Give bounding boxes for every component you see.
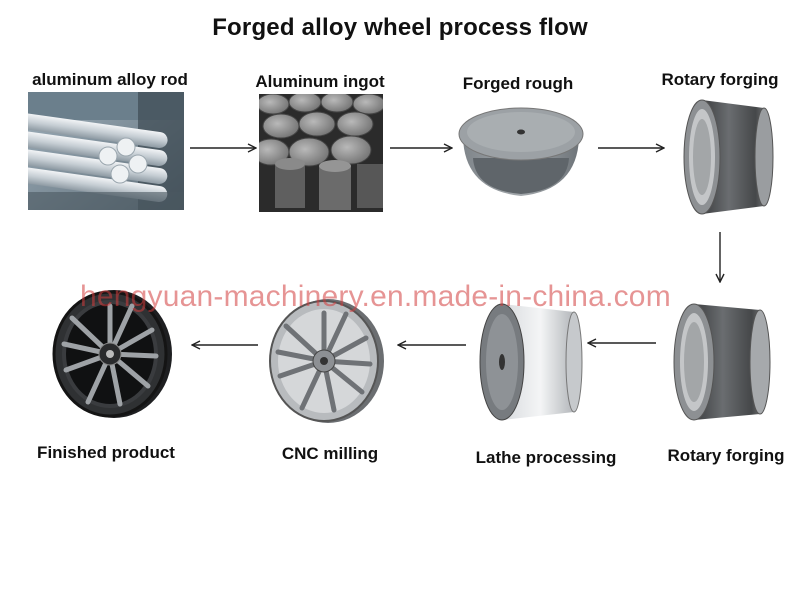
forged-rough-image [458,107,584,196]
finished-wheel-image [52,290,172,418]
rotary-forging-image-2 [673,303,771,421]
step-label-aluminum-ingot: Aluminum ingot [255,72,385,91]
step-label-forged-rough: Forged rough [462,74,574,93]
step-label-lathe-processing: Lathe processing [475,448,617,467]
rotary-forging-image-1 [683,99,774,215]
step-label-rotary-forging-1: Rotary forging [661,70,779,89]
cnc-milling-image [269,299,384,423]
aluminum-rod-image [28,92,184,210]
diagram-title: Forged alloy wheel process flow [212,14,588,41]
aluminum-ingot-image [259,94,383,212]
lathe-processing-image [479,303,583,421]
step-label-aluminum-alloy-rod: aluminum alloy rod [32,70,188,89]
step-label-cnc-milling: CNC milling [281,444,379,463]
step-label-rotary-forging-2: Rotary forging [667,446,785,465]
step-label-finished-product: Finished product [37,443,175,462]
